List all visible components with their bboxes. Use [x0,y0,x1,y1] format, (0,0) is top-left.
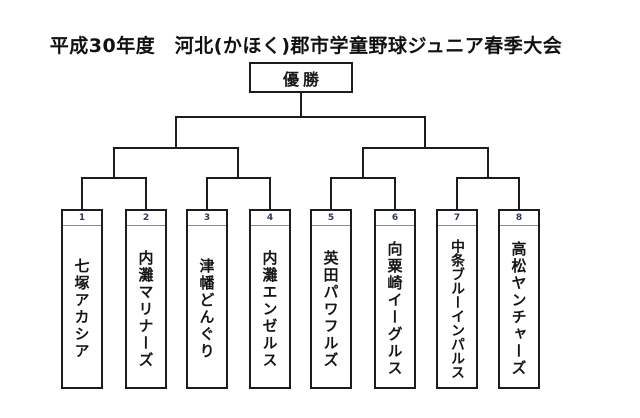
team-box-4: 4 内灘エンゼルス [249,209,291,389]
team-name: 向粟崎イーグルス [385,241,404,377]
team-box-8: 8 高松ヤンチャーズ [498,209,540,389]
team-name: 七塚アカシア [72,258,91,360]
pair-connector-5-6 [330,177,396,209]
semifinal-connector-left [113,147,239,178]
team-name: 津幡どんぐり [197,258,216,360]
final-connector [175,116,426,148]
team-box-5: 5 英田パワフルズ [310,209,352,389]
team-number: 7 [438,211,476,226]
team-box-3: 3 津幡どんぐり [186,209,228,389]
semifinal-connector-right [362,147,489,178]
pair-connector-1-2 [81,177,147,209]
team-name: 内灘マリナーズ [136,249,155,369]
team-number: 4 [251,211,289,226]
team-number: 8 [500,211,538,226]
champion-label: 優勝 [282,69,323,89]
page-title: 平成30年度 河北(かほく)郡市学童野球ジュニア春季大会 [49,35,563,57]
team-box-6: 6 向粟崎イーグルス [374,209,416,389]
team-box-7: 7 中条ブルーインパルス [436,209,478,389]
team-name: 内灘エンゼルス [260,249,279,369]
pair-connector-3-4 [206,177,271,209]
team-box-2: 2 内灘マリナーズ [125,209,167,389]
team-number: 1 [63,211,101,226]
team-number: 3 [188,211,226,226]
champion-box: 優勝 [249,62,353,93]
pair-connector-7-8 [456,177,520,209]
team-name: 中条ブルーインパルス [449,239,465,379]
team-number: 2 [127,211,165,226]
team-name: 高松ヤンチャーズ [509,241,528,377]
team-box-1: 1 七塚アカシア [61,209,103,389]
team-number: 5 [312,211,350,226]
team-name: 英田パワフルズ [321,249,340,369]
team-number: 6 [376,211,414,226]
